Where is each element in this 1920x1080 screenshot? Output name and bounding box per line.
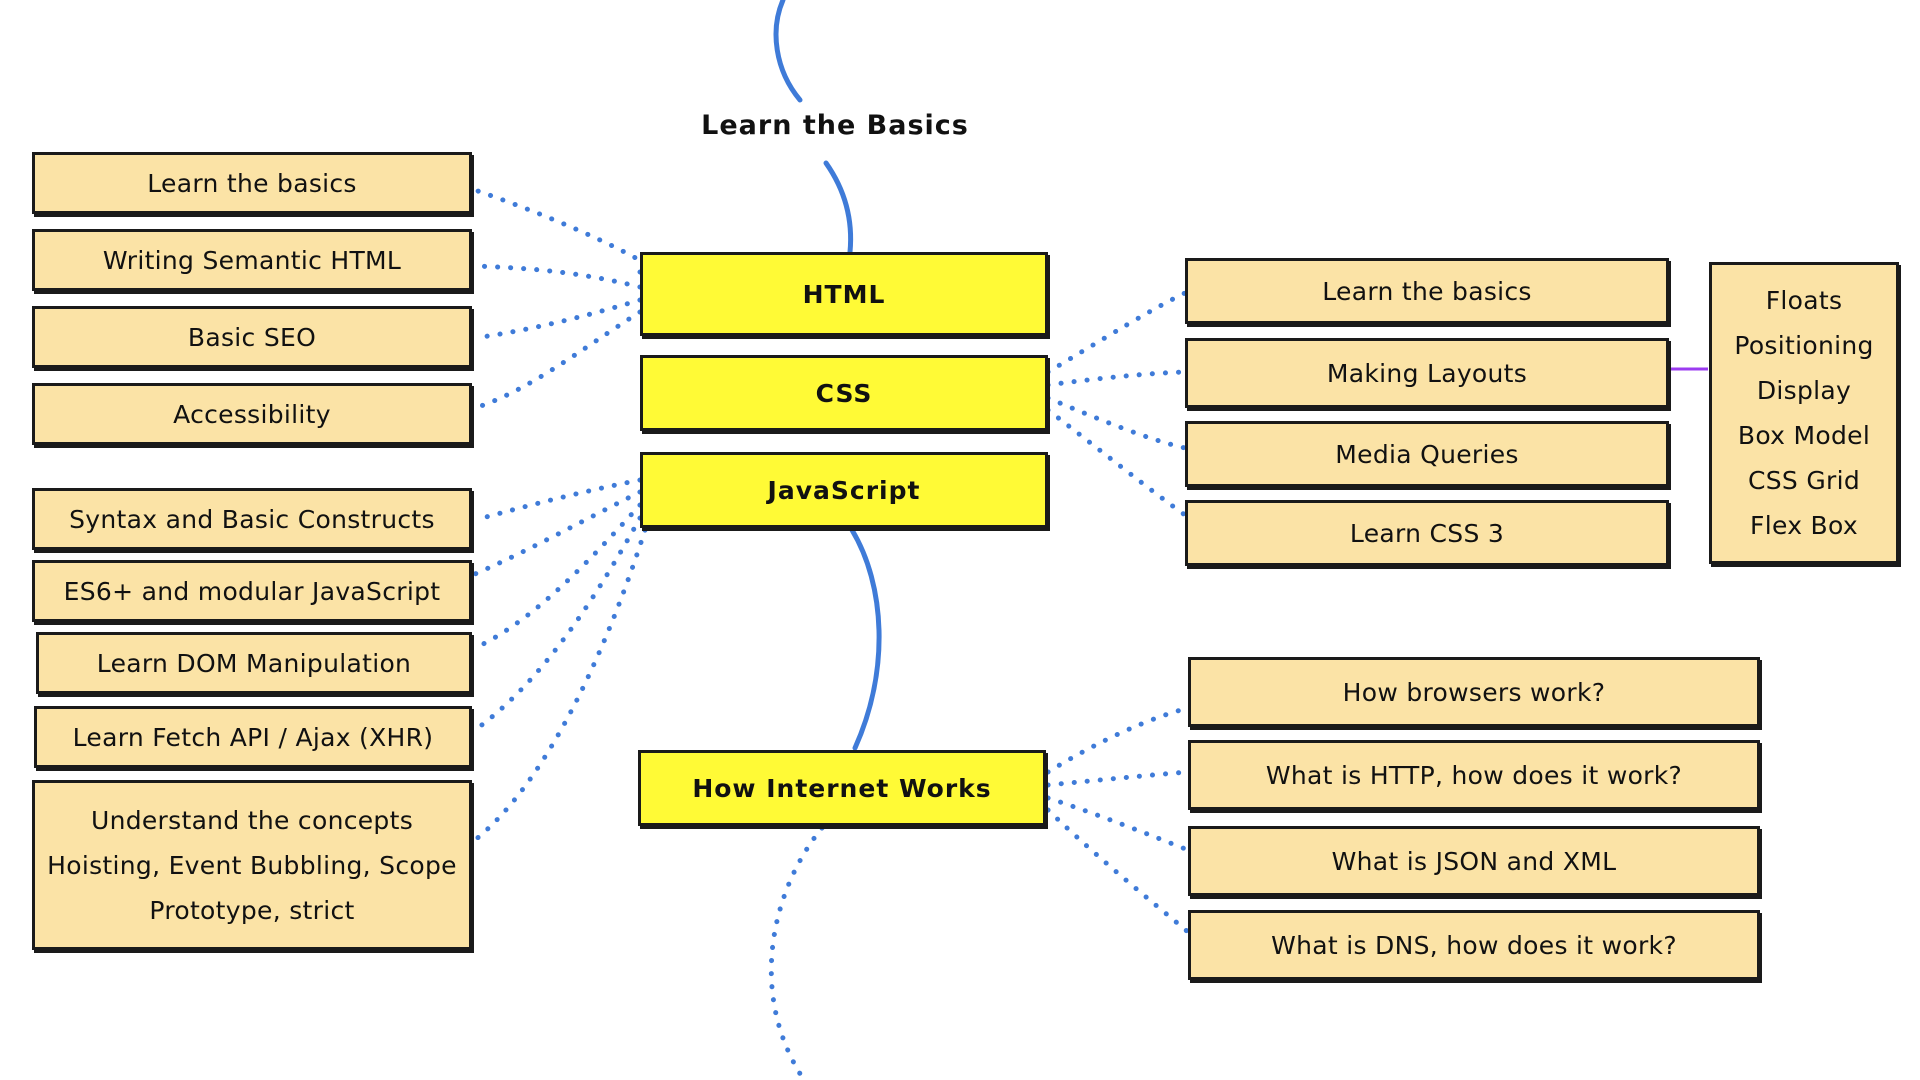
connector-css-media [1045, 395, 1188, 451]
topic-syntax-basic-constructs[interactable]: Syntax and Basic Constructs [32, 488, 472, 550]
topic-how-browsers-work[interactable]: How browsers work? [1188, 657, 1760, 727]
connector-internet-dns [1045, 807, 1191, 935]
layout-floats: Floats [1765, 286, 1843, 315]
topic-what-is-dns[interactable]: What is DNS, how does it work? [1188, 910, 1760, 980]
connector-html-seo [472, 297, 643, 341]
layout-flex-box: Flex Box [1750, 511, 1858, 540]
topic-what-is-http[interactable]: What is HTTP, how does it work? [1188, 740, 1760, 810]
topic-basic-seo[interactable]: Basic SEO [32, 306, 472, 368]
node-how-internet-works[interactable]: How Internet Works [638, 750, 1046, 826]
topic-dom-manipulation[interactable]: Learn DOM Manipulation [36, 632, 472, 694]
concepts-line-1: Understand the concepts [90, 805, 414, 835]
path-js-to-internet [849, 527, 882, 751]
node-javascript[interactable]: JavaScript [640, 452, 1048, 528]
topic-js-concepts[interactable]: Understand the concepts Hoisting, Event … [32, 780, 472, 950]
topic-es6-modular-js[interactable]: ES6+ and modular JavaScript [32, 560, 472, 622]
connector-css-basics [1045, 290, 1188, 375]
connector-html-accessibility [472, 309, 643, 411]
topic-making-layouts[interactable]: Making Layouts [1185, 338, 1669, 408]
connector-html-semantic [472, 263, 643, 290]
node-css[interactable]: CSS [640, 355, 1048, 431]
concepts-line-3: Prototype, strict [149, 895, 355, 925]
connector-js-dom [472, 502, 643, 651]
layout-box-model: Box Model [1737, 421, 1871, 450]
topic-accessibility[interactable]: Accessibility [32, 383, 472, 445]
layout-positioning: Positioning [1734, 331, 1874, 360]
path-top [773, 0, 803, 103]
connector-js-syntax [472, 477, 643, 523]
layout-css-grid: CSS Grid [1747, 466, 1860, 495]
topic-css-learn-basics[interactable]: Learn the basics [1185, 258, 1669, 324]
section-title: Learn the Basics [701, 110, 969, 141]
topic-media-queries[interactable]: Media Queries [1185, 421, 1669, 487]
topic-json-xml[interactable]: What is JSON and XML [1188, 826, 1760, 896]
path-internet-to-bottom [768, 825, 825, 1080]
topic-learn-css3[interactable]: Learn CSS 3 [1185, 500, 1669, 566]
connector-css-layouts [1045, 369, 1188, 388]
connector-internet-browsers [1045, 705, 1191, 775]
topic-html-learn-basics[interactable]: Learn the basics [32, 152, 472, 214]
connector-js-fetch [472, 515, 643, 733]
connector-internet-json [1045, 795, 1191, 853]
topic-fetch-api-ajax[interactable]: Learn Fetch API / Ajax (XHR) [34, 706, 472, 768]
layout-topics-list[interactable]: Floats Positioning Display Box Model CSS… [1709, 262, 1899, 564]
concepts-line-2: Hoisting, Event Bubbling, Scope [47, 850, 457, 880]
layout-display: Display [1756, 376, 1852, 405]
node-html[interactable]: HTML [640, 252, 1048, 336]
connector-html-basics [472, 187, 663, 279]
path-title-to-html [823, 160, 854, 255]
connector-js-concepts [472, 527, 648, 843]
connector-css-css3 [1045, 407, 1188, 518]
connector-internet-http [1045, 769, 1191, 788]
topic-writing-semantic-html[interactable]: Writing Semantic HTML [32, 229, 472, 291]
